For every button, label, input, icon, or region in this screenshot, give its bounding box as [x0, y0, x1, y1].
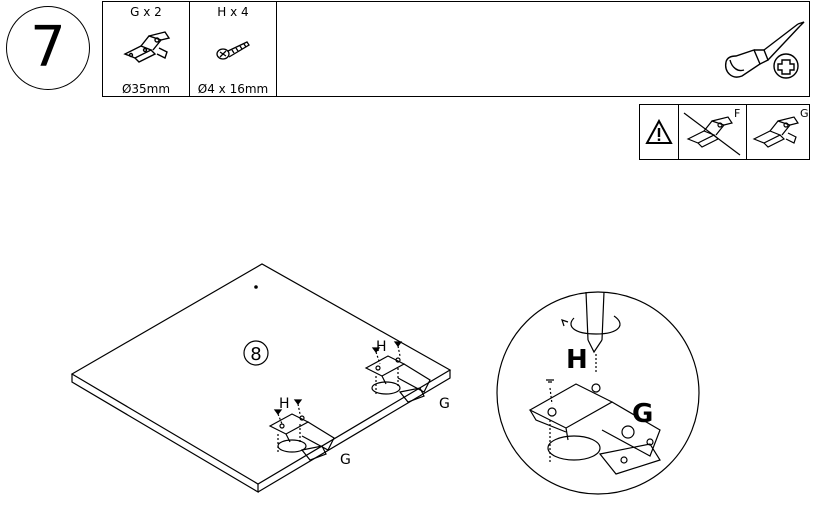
phillips-screwdriver-icon: [725, 21, 805, 79]
callout-g-lower: G: [340, 452, 351, 468]
wrong-hinge-label: F: [734, 107, 741, 120]
correct-hinge-g-icon: [752, 116, 799, 148]
parts-divider: [189, 2, 190, 96]
warning-divider: [746, 105, 747, 159]
panel-number: 8: [250, 344, 261, 365]
correct-hinge-label: G: [800, 107, 809, 120]
step-number: 7: [30, 15, 66, 80]
callout-h-upper: H: [376, 339, 387, 355]
hinge-warning-box: F G: [639, 104, 810, 160]
warning-divider: [678, 105, 679, 159]
callout-h-lower: H: [279, 396, 290, 412]
part-h-qty: H x 4: [217, 5, 249, 19]
parts-divider: [276, 2, 277, 96]
part-g-qty: G x 2: [130, 5, 162, 19]
parts-list-box: G x 2 Ø35mm H x 4 Ø4 x 16mm: [102, 1, 810, 97]
hinge-icon: [123, 31, 171, 63]
step-number-circle: 7: [6, 6, 90, 90]
zoom-callout-h: H: [566, 345, 588, 375]
callout-g-upper: G: [439, 396, 450, 412]
screw-icon: [216, 41, 250, 60]
wrong-hinge-f-icon: [683, 112, 741, 156]
part-h-size: Ø4 x 16mm: [197, 82, 269, 96]
zoom-callout-g: G: [632, 399, 653, 429]
warning-triangle-icon: [645, 119, 673, 144]
part-g-size: Ø35mm: [121, 82, 171, 96]
